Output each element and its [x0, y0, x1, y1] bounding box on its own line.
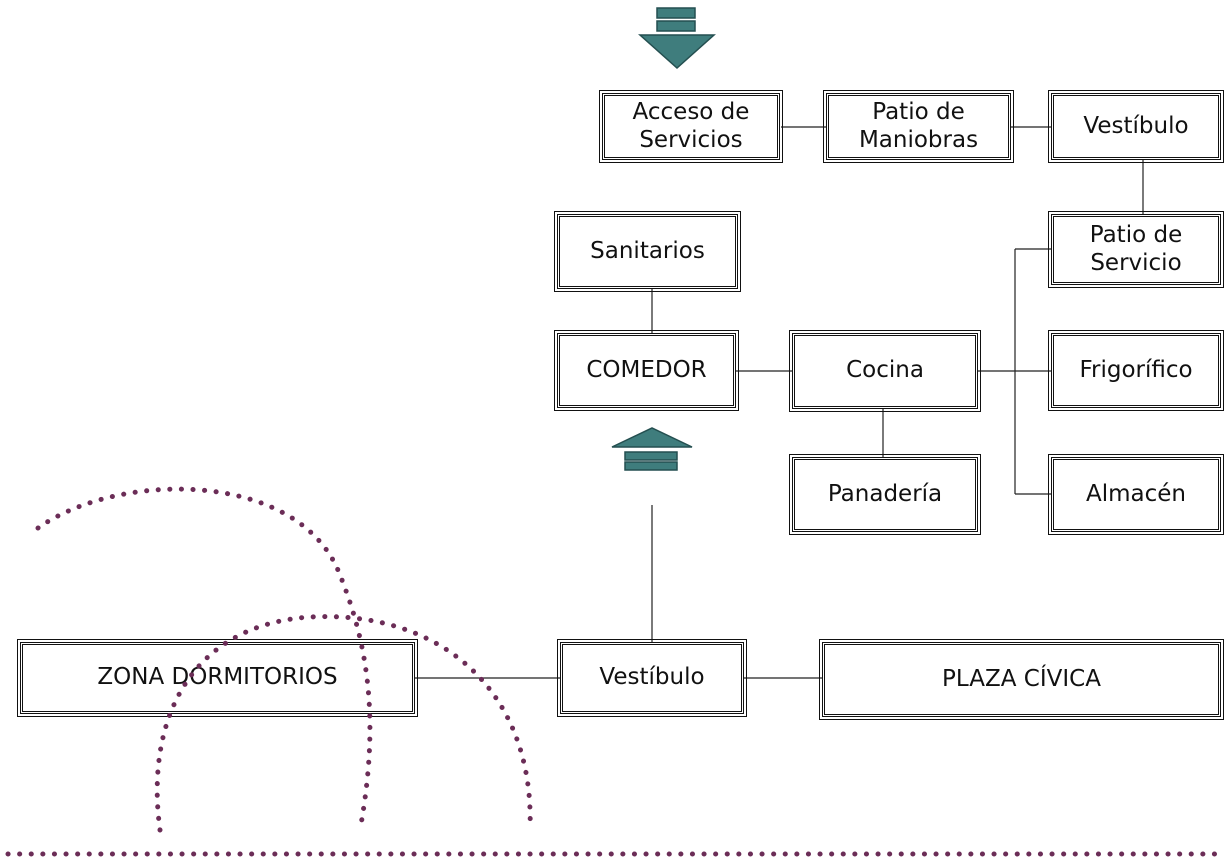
- node-panaderia: Panadería: [789, 454, 981, 535]
- node-zona-dormitorios: ZONA DORMITORIOS: [17, 639, 418, 717]
- node-patio-servicio: Patio de Servicio: [1048, 211, 1224, 288]
- node-frigorifico: Frigorífico: [1048, 330, 1224, 411]
- node-sanitarios: Sanitarios: [554, 211, 741, 292]
- node-plaza-civica: PLAZA CÍVICA: [819, 639, 1224, 720]
- node-cocina: Cocina: [789, 330, 981, 412]
- node-vestibulo-bottom: Vestíbulo: [557, 639, 747, 717]
- node-patio-maniobras: Patio de Maniobras: [823, 90, 1014, 163]
- node-almacen: Almacén: [1048, 454, 1224, 535]
- up-arrow-icon: [611, 427, 693, 471]
- node-vestibulo-top: Vestíbulo: [1048, 90, 1224, 163]
- node-acceso-servicios: Acceso de Servicios: [599, 90, 783, 163]
- down-arrow-icon: [638, 7, 716, 70]
- node-comedor: COMEDOR: [554, 330, 739, 411]
